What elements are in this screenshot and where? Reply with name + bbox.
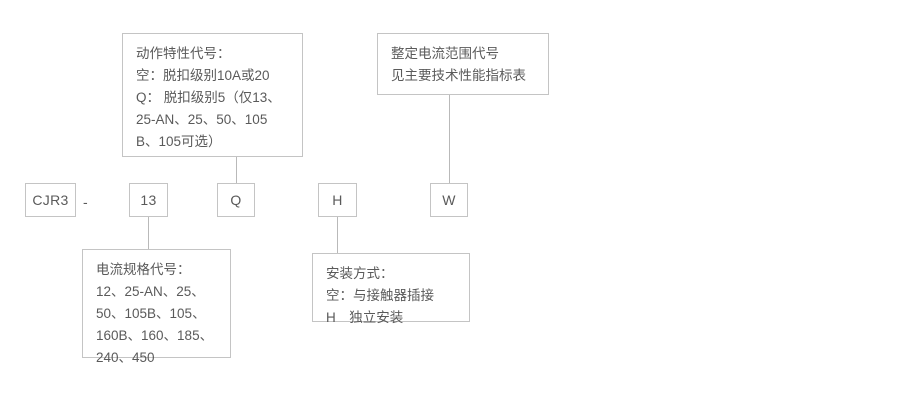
callout-current-spec: 电流规格代号： 12、25-AN、25、 50、105B、105、 160B、1… — [82, 249, 231, 365]
connector-mounting-method — [337, 217, 338, 253]
code-box-series[interactable]: CJR3 — [25, 183, 76, 217]
callout-setting-current-range: 整定电流范围代号 见主要技术性能指标表 — [377, 33, 549, 95]
code-box-current-spec[interactable]: 13 — [129, 183, 168, 217]
code-separator-dash: - — [83, 194, 88, 210]
callout-action-characteristic: 动作特性代号： 空：脱扣级别10A或20 Q： 脱扣级别5（仅13、 25-AN… — [122, 33, 303, 157]
connector-current-spec — [148, 217, 149, 249]
code-box-setting-current-range[interactable]: W — [430, 183, 468, 217]
callout-mounting-method: 安装方式： 空：与接触器插接 H 独立安装 — [312, 253, 470, 325]
connector-setting-current-range — [449, 95, 450, 183]
connector-action-characteristic — [236, 157, 237, 183]
code-box-mounting[interactable]: H — [318, 183, 357, 217]
code-box-action-characteristic[interactable]: Q — [217, 183, 255, 217]
